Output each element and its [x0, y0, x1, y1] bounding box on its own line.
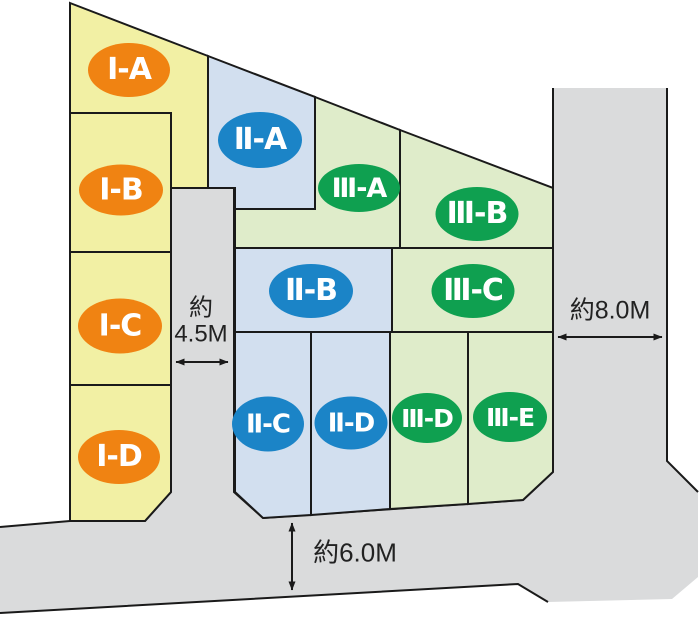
- lot-badge-3d: Ⅲ-D: [392, 393, 462, 443]
- lot-badge-1d: Ⅰ-D: [78, 430, 160, 484]
- lot-badge-3a: Ⅲ-A: [318, 164, 400, 212]
- lot-badge-1a: Ⅰ-A: [88, 43, 170, 97]
- lot-badge-1b: Ⅰ-B: [79, 164, 163, 216]
- lot-badge-1c: Ⅰ-C: [78, 298, 162, 354]
- dimension-label-south-road: 約6.0M: [313, 537, 397, 568]
- dimension-label-east-road: 約8.0M: [569, 296, 651, 325]
- lot-badge-3b: Ⅲ-B: [435, 187, 519, 241]
- lot-badge-2b: Ⅱ-B: [269, 264, 353, 318]
- dimension-label-center-road: 約 4.5M: [174, 294, 228, 348]
- lot-badge-2c: Ⅱ-C: [232, 396, 304, 452]
- road-region: [0, 88, 698, 613]
- lot-badge-2a: Ⅱ-A: [218, 112, 302, 168]
- lot-badge-3e: Ⅲ-E: [473, 392, 547, 442]
- lot-badge-2d: Ⅱ-D: [314, 396, 388, 450]
- lot-badge-3c: Ⅲ-C: [431, 264, 515, 318]
